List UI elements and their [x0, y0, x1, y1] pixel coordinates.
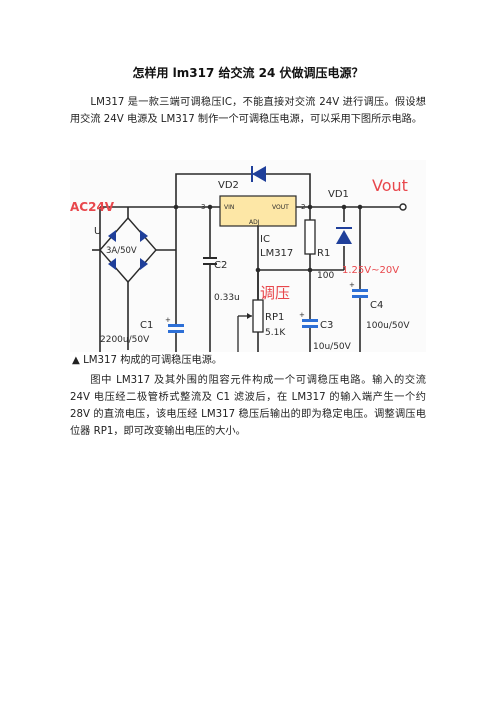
pin-adj-label: ADJ — [249, 219, 260, 226]
svg-text:+: + — [165, 316, 171, 324]
svg-text:+: + — [299, 311, 305, 319]
vd1-diode-symbol — [336, 227, 352, 244]
pin2-label: 2 — [301, 203, 305, 211]
c2-value-label: 0.33u — [214, 293, 240, 303]
c1-label: C1 — [140, 320, 153, 331]
figure-caption: ▲ LM317 构成的可调稳压电源。 — [72, 355, 223, 366]
svg-text:+: + — [349, 281, 355, 289]
rp1-value-label: 5.1K — [265, 328, 286, 338]
r1-resistor — [304, 219, 316, 255]
tiaoya-label: 调压 — [260, 284, 290, 302]
circuit-diagram: + + + VD2 VD1 U 3A/50V 3 2 VIN VOUT ADJ … — [70, 160, 426, 352]
c3-capacitor: + — [299, 311, 318, 328]
explanation-paragraph: 图中 LM317 及其外围的阻容元件构成一个可调稳压电路。输入的交流 24V 电… — [70, 375, 426, 437]
ac24v-label: AC24V — [70, 200, 115, 214]
intro-paragraph: LM317 是一款三端可调稳压IC，不能直接对交流 24V 进行调压。假设想用交… — [70, 97, 426, 125]
lm317-label: LM317 — [260, 248, 293, 259]
vout-terminal — [399, 203, 407, 211]
r1-label: R1 — [317, 248, 330, 259]
voltage-range-label: 1.25V~20V — [342, 265, 399, 276]
rp1-label: RP1 — [265, 312, 284, 323]
circuit-wires — [92, 173, 400, 352]
pin-in-label: VIN — [224, 204, 234, 211]
vd2-label: VD2 — [218, 180, 239, 191]
u-label: U — [94, 226, 101, 237]
lm317-ic-body — [219, 195, 297, 227]
c4-capacitor: + — [349, 281, 368, 298]
c4-value-label: 100u/50V — [366, 321, 410, 331]
junction-dots — [173, 204, 363, 273]
c3-label: C3 — [320, 320, 333, 331]
bridge-rating-label: 3A/50V — [106, 246, 137, 256]
vd2-diode-symbol — [251, 166, 266, 182]
pin3-label: 3 — [201, 203, 205, 211]
vout-label: Vout — [372, 176, 408, 195]
vd1-label: VD1 — [328, 189, 349, 200]
pin-out-label: VOUT — [272, 204, 289, 211]
ic-label: IC — [260, 234, 270, 245]
c1-capacitor: + — [165, 316, 184, 333]
rp1-potentiometer — [237, 299, 264, 352]
c2-label: C2 — [214, 260, 227, 271]
c1-value-label: 2200u/50V — [100, 335, 150, 345]
c2-capacitor — [203, 257, 217, 265]
c4-label: C4 — [370, 300, 383, 311]
r1-value-label: 100 — [317, 271, 334, 281]
bridge-rectifier — [99, 216, 157, 284]
c3-value-label: 10u/50V — [313, 342, 352, 352]
document-title: 怎样用 lm317 给交流 24 伏做调压电源？ — [132, 66, 364, 80]
